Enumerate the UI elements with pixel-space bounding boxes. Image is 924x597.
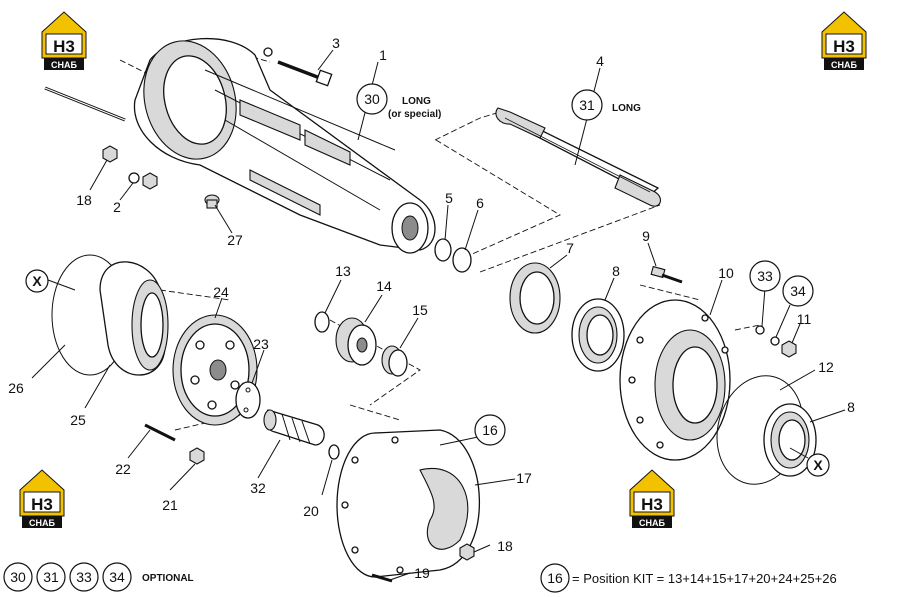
pin-22: [144, 423, 176, 442]
callout-13: 13: [335, 263, 351, 279]
stud-9: [650, 265, 683, 284]
washer-2: [128, 172, 140, 184]
legend-kit-number: 16: [547, 570, 563, 586]
callout-19: 19: [414, 565, 430, 581]
legend-optional-33: 33: [76, 569, 92, 585]
stud-long: [44, 86, 126, 122]
callout-33: 33: [757, 268, 773, 284]
callout-18: 18: [76, 192, 92, 208]
callouts: 1 2 3 4 5 6 7 8 8 9 10 11 12 13 14 15 17…: [8, 35, 855, 581]
callout-5: 5: [445, 190, 453, 206]
needle-bearing-15: [381, 345, 408, 377]
callout-4: 4: [596, 53, 604, 69]
bearing-8: [571, 298, 625, 372]
callout-16: 16: [482, 422, 498, 438]
bolt-18: [459, 543, 475, 561]
legend-optional-34: 34: [109, 569, 125, 585]
circlip-13: [314, 311, 330, 333]
callout-18-lower: 18: [497, 538, 513, 554]
logo-sub: СНАБ: [51, 60, 77, 70]
logo-sub: СНАБ: [29, 518, 55, 528]
callout-32: 32: [250, 480, 266, 496]
kit-legend: 16 = Position KIT = 13+14+15+17+20+24+25…: [540, 563, 837, 593]
breather-27: [204, 194, 220, 209]
leader-lines: [31, 49, 846, 581]
seal-ring-5: [434, 238, 452, 262]
logo-top-left: H3 СНАБ: [41, 11, 87, 71]
callout-15: 15: [412, 302, 428, 318]
logo-mark: H3: [31, 495, 53, 514]
callout-3: 3: [332, 35, 340, 51]
logo-sub: СНАБ: [831, 60, 857, 70]
callout-23: 23: [253, 336, 269, 352]
callout-2: 2: [113, 199, 121, 215]
thrust-washer-20: [328, 444, 340, 460]
optional-legend: 30 31 33 34 OPTIONAL: [3, 562, 194, 592]
callout-20: 20: [303, 503, 319, 519]
seal-ring-6: [452, 247, 472, 273]
callout-6: 6: [476, 195, 484, 211]
gear-carrier-24: [172, 314, 258, 426]
note-or-special: (or special): [388, 109, 441, 120]
callout-9: 9: [642, 228, 650, 244]
axle-housing: [133, 38, 436, 254]
washer-33: [755, 325, 765, 335]
washer-2-top: [263, 47, 273, 57]
oil-seal-7: [509, 262, 561, 334]
nut-11: [781, 340, 797, 358]
callout-8: 8: [612, 263, 620, 279]
nut-21: [189, 447, 205, 465]
callout-26: 26: [8, 380, 24, 396]
callout-8-outer: 8: [847, 399, 855, 415]
callout-34: 34: [790, 283, 806, 299]
logo-bottom-left: H3 СНАБ: [19, 469, 65, 529]
nut-2: [142, 172, 158, 190]
assembly-lines: [119, 51, 761, 431]
washer-34: [770, 336, 780, 346]
callout-11: 11: [797, 311, 812, 327]
logo-sub: СНАБ: [639, 518, 665, 528]
sun-shaft-32: [263, 409, 325, 446]
planetary-cover-16: [336, 429, 481, 578]
legend-optional-30: 30: [10, 569, 26, 585]
circled-callouts: 30 31 16 33 34 X X: [25, 83, 830, 477]
logo-mark: H3: [641, 495, 663, 514]
lock-plate-23: [235, 381, 261, 419]
callout-22: 22: [115, 461, 131, 477]
note-long-1: LONG: [402, 96, 431, 107]
screw-19: [371, 573, 393, 583]
logo-bottom-center: H3 СНАБ: [629, 469, 675, 529]
callout-1: 1: [379, 47, 387, 63]
callout-x-left: X: [32, 273, 42, 289]
callout-25: 25: [70, 412, 86, 428]
callout-31: 31: [579, 97, 595, 113]
ring-gear-25: [99, 261, 169, 376]
bolt-3: [277, 60, 333, 87]
callout-17: 17: [516, 470, 532, 486]
callout-10: 10: [718, 265, 734, 281]
bearing-8-outer: [763, 403, 817, 477]
note-long-2: LONG: [612, 103, 641, 114]
legend-optional-label: OPTIONAL: [142, 573, 194, 584]
callout-21: 21: [162, 497, 178, 513]
callout-30: 30: [364, 91, 380, 107]
legend-kit-text: = Position KIT = 13+14+15+17+20+24+25+26: [572, 571, 837, 586]
planet-gear-14: [335, 317, 377, 366]
nut-18: [102, 145, 118, 163]
logo-top-right: H3 СНАБ: [821, 11, 867, 71]
callout-7: 7: [566, 240, 574, 256]
callout-12: 12: [818, 359, 834, 375]
wheel-hub-10: [619, 299, 731, 461]
callout-24: 24: [213, 284, 229, 300]
callout-27: 27: [227, 232, 243, 248]
logo-mark: H3: [53, 37, 75, 56]
callout-14: 14: [376, 278, 392, 294]
axle-shaft: [495, 107, 661, 207]
logo-mark: H3: [833, 37, 855, 56]
callout-x-right: X: [813, 457, 823, 473]
legend-optional-31: 31: [43, 569, 59, 585]
